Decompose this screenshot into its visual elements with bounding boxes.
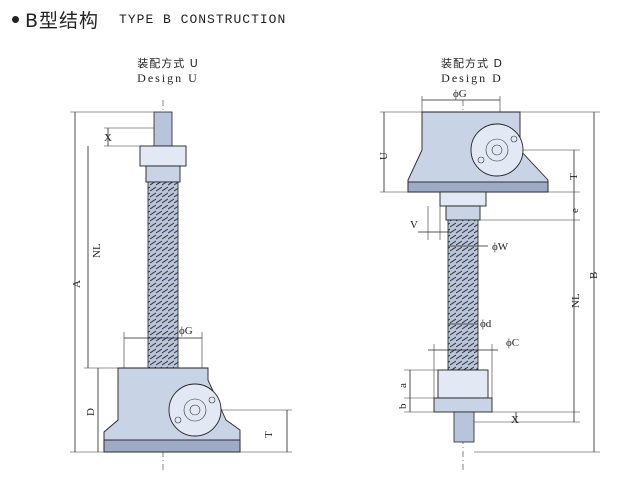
left-nut	[139, 145, 187, 167]
right-label-a: a	[397, 383, 409, 388]
right-caption-chinese: 装配方式 D	[441, 57, 503, 70]
right-threaded-rod	[447, 219, 479, 371]
right-travel-nut	[437, 369, 489, 399]
section-heading: B型结构 TYPE B CONSTRUCTION	[12, 6, 286, 32]
right-caption-english: Design D	[441, 71, 503, 85]
right-label-t: T	[568, 173, 580, 180]
bullet-icon	[12, 15, 19, 23]
right-label-x: X	[511, 414, 519, 426]
heading-chinese: B型结构	[25, 9, 100, 32]
right-label-d: ϕd	[480, 318, 492, 330]
heading-english: TYPE B CONSTRUCTION	[119, 11, 287, 27]
right-label-nl: NL	[570, 293, 582, 308]
left-label-d: D	[85, 408, 97, 416]
left-screw-end	[153, 111, 173, 147]
right-label-b: B	[588, 272, 600, 279]
left-caption-chinese: 装配方式 U	[137, 57, 199, 70]
right-label-e: e	[569, 208, 581, 213]
right-label-b-small: b	[397, 403, 409, 409]
left-label-a: A	[71, 280, 83, 288]
right-label-w: ϕW	[492, 241, 509, 253]
left-jack-drawing: X NL A ϕG D T	[70, 100, 292, 470]
left-input-flange	[168, 383, 222, 437]
right-caption: 装配方式 D Design D	[412, 57, 532, 85]
left-label-g: ϕG	[179, 325, 193, 337]
right-jack-drawing: ϕG U T e V ϕW B NL ϕd ϕC a b X	[378, 88, 600, 470]
left-threaded-rod	[147, 181, 179, 369]
left-label-nl: NL	[91, 243, 103, 258]
right-label-u: U	[378, 152, 390, 160]
left-label-t: T	[263, 431, 275, 438]
right-input-flange	[470, 123, 524, 177]
left-label-x: X	[104, 132, 112, 144]
right-label-g: ϕG	[453, 88, 467, 100]
right-label-v: V	[410, 219, 418, 231]
left-caption: 装配方式 U Design U	[108, 57, 228, 85]
right-label-c: ϕC	[506, 337, 519, 349]
left-caption-english: Design U	[137, 71, 199, 85]
